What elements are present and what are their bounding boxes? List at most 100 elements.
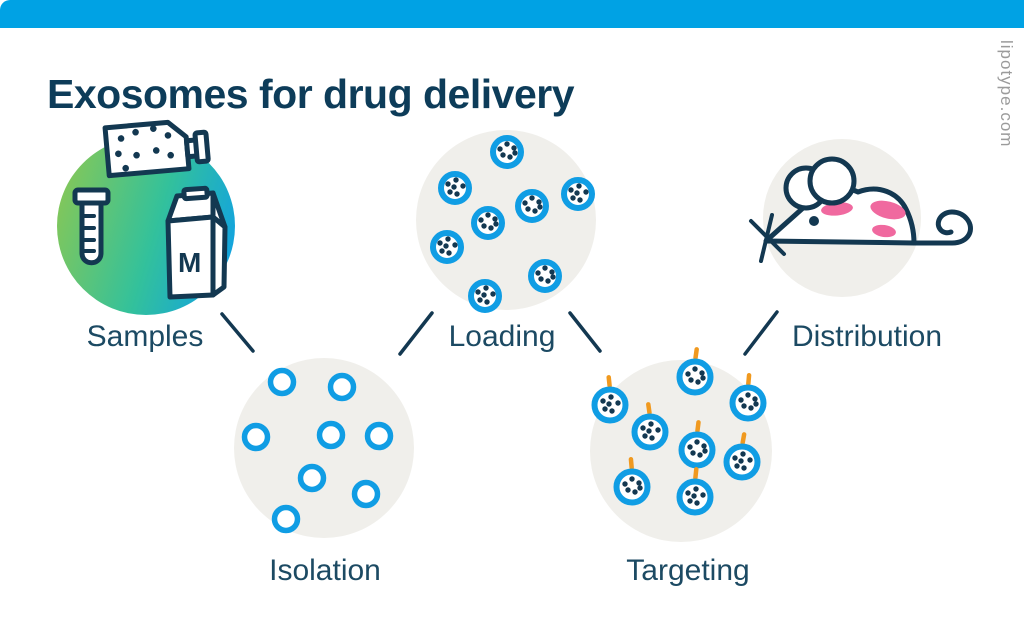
cargo-dot <box>512 150 518 156</box>
cargo-dot <box>447 189 453 195</box>
cargo-dot <box>615 400 621 406</box>
cargo-dot <box>642 433 648 439</box>
cargo-dot <box>490 291 496 297</box>
milk-carton-icon: M <box>165 185 228 300</box>
ligand-tick <box>740 432 747 446</box>
cargo-dot <box>629 476 635 482</box>
cargo-dot <box>649 435 655 441</box>
exosome-ring <box>241 422 271 452</box>
cargo-dot <box>529 195 535 201</box>
cargo-dot <box>545 278 551 284</box>
cargo-dot <box>460 183 466 189</box>
cargo-dot <box>636 480 642 486</box>
stage-connectors <box>220 310 779 356</box>
cargo-dot <box>500 152 506 158</box>
cargo-dot <box>477 297 483 303</box>
cargo-dot <box>574 190 580 196</box>
cargo-dot <box>732 455 738 461</box>
cargo-dot <box>439 248 445 254</box>
cargo-dot <box>685 371 691 377</box>
cargo-dot <box>451 184 457 190</box>
cargo-dot <box>700 492 706 498</box>
cargo-dot <box>549 269 555 275</box>
cargo-dot <box>748 405 754 411</box>
cargo-dot <box>691 493 697 499</box>
mouse-ear-front <box>807 156 857 206</box>
stage-samples-label: Samples <box>86 320 204 353</box>
mouse-tail <box>911 209 973 246</box>
cargo-dot <box>637 485 643 491</box>
cargo-dot <box>443 243 449 249</box>
exosome-ring <box>316 420 346 450</box>
ligand-tick <box>628 457 634 471</box>
cargo-dot <box>694 500 700 506</box>
exosome-ring <box>327 372 357 402</box>
ligand-tick <box>746 373 752 387</box>
cargo-dot <box>488 225 494 231</box>
exosome-ring <box>271 504 301 534</box>
connector-line <box>398 311 434 356</box>
cargo-dot <box>699 370 705 376</box>
cargo-dot <box>625 487 631 493</box>
milk-letter: M <box>178 247 201 278</box>
stage-loading-rings <box>430 135 595 313</box>
stage-loading-label: Loading <box>448 320 556 353</box>
cargo-dot <box>692 366 698 372</box>
exosome-ring <box>351 479 381 509</box>
cargo-dot <box>648 421 654 427</box>
cargo-dot <box>740 451 746 457</box>
page-title: Exosomes for drug delivery <box>47 71 575 118</box>
exosome-ring <box>515 189 549 223</box>
cargo-dot <box>570 195 576 201</box>
cargo-dot <box>622 481 628 487</box>
cargo-dot <box>550 274 556 280</box>
cargo-dot <box>497 146 503 152</box>
exosome-ring <box>297 463 327 493</box>
cargo-dot <box>685 490 691 496</box>
ligand-tick <box>695 420 701 434</box>
cargo-dot <box>602 406 608 412</box>
mouse-eye <box>809 216 819 226</box>
cargo-dot <box>583 189 589 195</box>
cargo-dot <box>437 240 443 246</box>
cargo-dot <box>701 443 707 449</box>
cargo-dot <box>752 396 758 402</box>
cargo-dot <box>694 439 700 445</box>
exosome-ring <box>676 358 714 396</box>
cargo-dot <box>697 452 703 458</box>
cargo-dot <box>537 204 543 210</box>
cargo-dot <box>690 450 696 456</box>
cargo-dot <box>632 489 638 495</box>
cargo-dot <box>532 208 538 214</box>
cargo-dot <box>485 212 491 218</box>
cargo-dot <box>453 177 459 183</box>
cargo-dot <box>734 463 740 469</box>
test-tube-icon <box>72 187 111 266</box>
cargo-dot <box>507 154 513 160</box>
cargo-dot <box>695 379 701 385</box>
cargo-dot <box>484 299 490 305</box>
cargo-dot <box>741 465 747 471</box>
connector-line <box>568 311 602 353</box>
cargo-dot <box>745 392 751 398</box>
cargo-dot <box>522 200 528 206</box>
cargo-dot <box>478 217 484 223</box>
cargo-dot <box>481 223 487 229</box>
exosome-ring <box>490 135 524 169</box>
cargo-dot <box>525 206 531 212</box>
ligand-tick <box>693 467 699 481</box>
cargo-dot <box>606 401 612 407</box>
cargo-dot <box>538 276 544 282</box>
cargo-dot <box>640 425 646 431</box>
cargo-dot <box>446 250 452 256</box>
exosome-ring <box>528 259 562 293</box>
cargo-dot <box>452 242 458 248</box>
exosome-ring <box>364 421 394 451</box>
stage-targeting-label: Targeting <box>626 554 750 587</box>
cargo-dot <box>536 199 542 205</box>
ligand-tick <box>693 347 699 361</box>
cargo-dot <box>493 221 499 227</box>
cargo-dot <box>753 401 759 407</box>
